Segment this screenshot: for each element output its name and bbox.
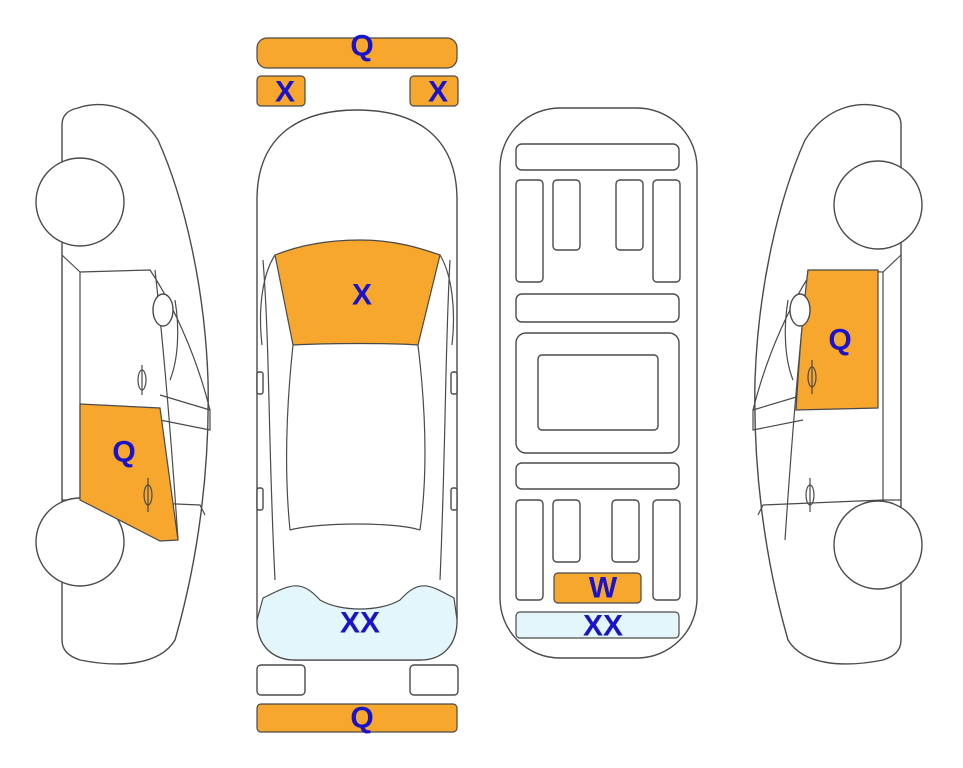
underbody-rear-bar-panel [515, 611, 680, 639]
rear-window-label: XX [340, 607, 380, 640]
rear-window-panel [256, 585, 458, 661]
underbody-rear-label: W [589, 572, 618, 605]
car-body-top [256, 109, 458, 661]
front-bumper-label: Q [350, 30, 373, 63]
underbody-rear-bar-label: XX [583, 610, 623, 643]
front-left-light-label: X [275, 76, 295, 109]
front-right-light-panel [409, 75, 459, 107]
underbody-view: W XX [499, 107, 698, 659]
right-side-view: Q [752, 103, 923, 665]
mirror [152, 293, 174, 327]
front-bumper-panel [256, 37, 458, 69]
underbody-rear-panel [553, 572, 642, 604]
left-side-view: Q [35, 103, 211, 665]
left-rear-door-label: Q [112, 436, 135, 469]
front-left-light-panel [256, 75, 306, 107]
right-rear-wheel [833, 500, 923, 590]
front-right-light-label: X [428, 76, 448, 109]
left-rear-door-panel [79, 403, 179, 542]
right-front-door-label: Q [828, 324, 851, 357]
right-front-wheel [833, 160, 923, 250]
rear-left-light [256, 664, 306, 696]
rear-right-light [409, 664, 459, 696]
hood-label: X [352, 279, 372, 312]
front-wheel [35, 157, 125, 247]
right-mirror [789, 293, 811, 327]
hood-panel [274, 239, 441, 346]
top-view: Q X X X XX Q [256, 30, 459, 735]
rear-bumper-label: Q [350, 702, 373, 735]
rear-bumper-panel [256, 703, 458, 733]
